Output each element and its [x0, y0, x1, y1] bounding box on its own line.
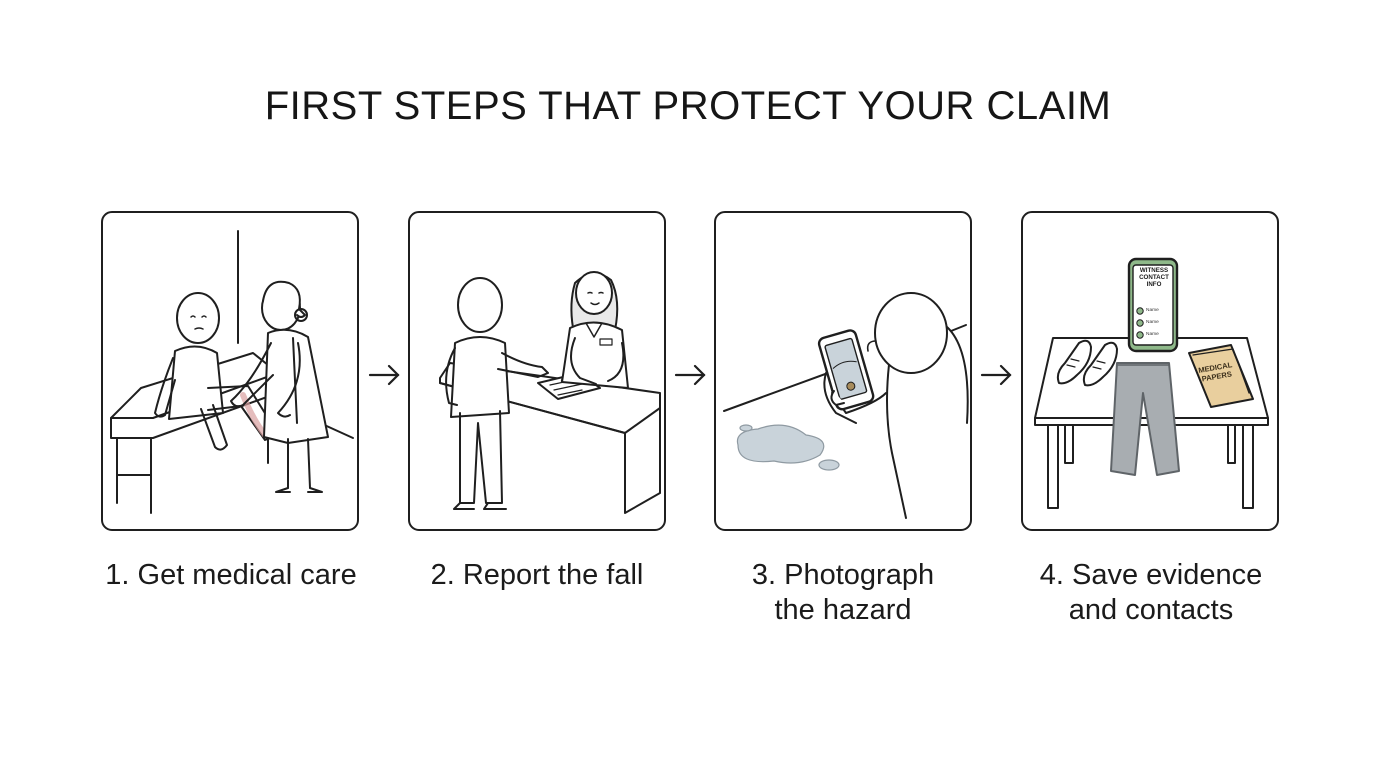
step-1-caption: 1. Get medical care: [81, 558, 381, 593]
caption-line: the hazard: [774, 594, 912, 626]
step-3-panel: [714, 211, 972, 531]
step-4-caption: 4. Save evidence and contacts: [1001, 558, 1301, 628]
step-4-panel: WITNESS CONTACT INFO Name Name Name MEDI…: [1021, 211, 1279, 531]
caption-line: 4. Save evidence: [1039, 559, 1263, 591]
step-2-caption: 2. Report the fall: [387, 558, 687, 593]
arrow-right-icon: [980, 364, 1012, 386]
medical-papers-folder: [1188, 344, 1254, 408]
medical-care-illustration: [110, 230, 354, 514]
arrow-right-icon: [674, 364, 706, 386]
caption-line: 3. Photograph: [751, 559, 935, 591]
step-3-caption: 3. Photograph the hazard: [693, 558, 993, 628]
phone-header-line: WITNESS: [1139, 267, 1169, 274]
caption-line: 2. Report the fall: [430, 559, 644, 591]
caption-line: 1. Get medical care: [105, 559, 357, 591]
phone-contact-rows: Name Name Name: [1146, 305, 1174, 341]
report-fall-illustration: [439, 271, 661, 514]
phone-screen: WITNESS CONTACT INFO: [1133, 267, 1175, 288]
caption-line: and contacts: [1068, 594, 1234, 626]
photograph-hazard-illustration: [723, 292, 969, 519]
phone-header-line: CONTACT: [1139, 274, 1169, 281]
page-title: FIRST STEPS THAT PROTECT YOUR CLAIM: [264, 84, 1112, 128]
step-1-panel: [101, 211, 359, 531]
phone-header-line: INFO: [1146, 281, 1162, 288]
step-2-panel: [408, 211, 666, 531]
contact-row: Name: [1146, 308, 1159, 313]
save-evidence-illustration: [1034, 257, 1269, 509]
contact-row: Name: [1146, 332, 1159, 337]
contact-row: Name: [1146, 320, 1159, 325]
arrow-right-icon: [368, 364, 400, 386]
